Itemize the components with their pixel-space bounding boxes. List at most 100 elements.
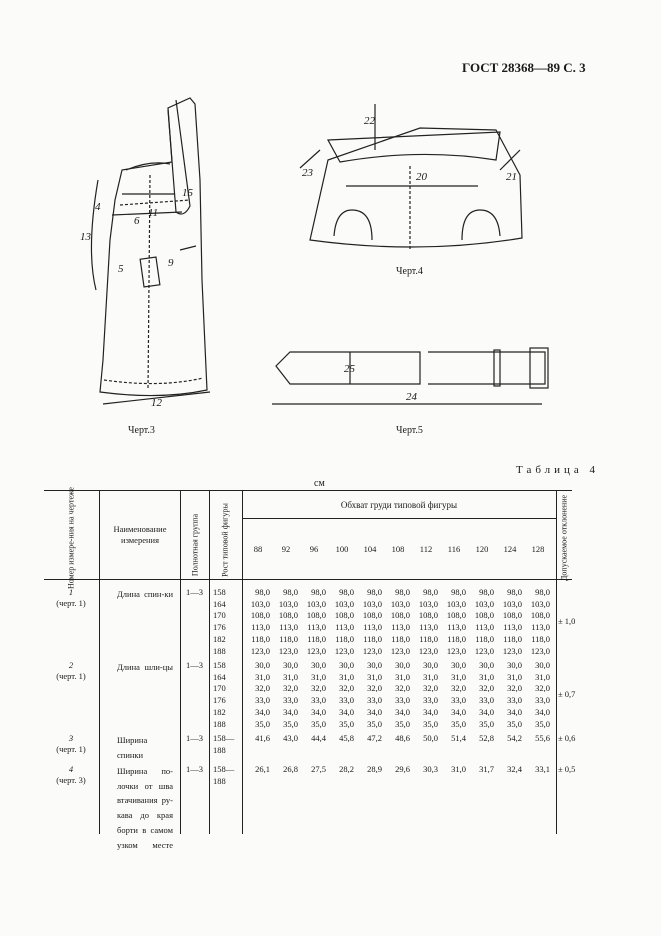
header-group: Полнотная группа xyxy=(190,513,200,577)
row-number: 2 xyxy=(68,660,74,670)
header-height: Рост типовой фигуры xyxy=(220,503,230,577)
chest-size-112: 112 xyxy=(419,544,433,554)
value-cell: 31,0 xyxy=(367,671,382,682)
value-cell: 32,0 xyxy=(339,683,354,694)
value-cell: 98,0 xyxy=(283,587,298,597)
value-cell: 32,0 xyxy=(311,683,326,694)
value-cell: 35,0 xyxy=(255,718,270,729)
value-cell: 118,0 xyxy=(363,633,382,644)
header-tolerance: Допускаемое отклонение xyxy=(559,494,569,582)
row-height: 182 xyxy=(213,706,226,717)
value-cell: 31,0 xyxy=(395,671,410,682)
value-cell: 98,0 xyxy=(451,587,466,597)
value-cell: 34,0 xyxy=(423,706,438,717)
row-tolerance: ± 0,6 xyxy=(558,733,576,743)
chest-size-92: 92 xyxy=(281,544,291,554)
value-cell: 35,0 xyxy=(423,718,438,729)
value-cell: 123,0 xyxy=(390,645,410,656)
chest-size-88: 88 xyxy=(253,544,263,554)
value-cell: 32,0 xyxy=(283,683,298,694)
value-cell: 113,0 xyxy=(363,622,382,633)
value-cell: 118,0 xyxy=(447,633,466,644)
value-cell: 30,0 xyxy=(311,660,326,670)
chest-size-96: 96 xyxy=(309,544,319,554)
technical-drawings: 4 6 11 13 5 15 9 12 22 23 20 21 25 24 xyxy=(80,97,549,409)
value-cell: 103,0 xyxy=(362,598,382,609)
value-cell: 34,0 xyxy=(255,706,270,717)
value-cell: 113,0 xyxy=(447,622,466,633)
value-cell: 32,0 xyxy=(255,683,270,694)
row-number: 1 xyxy=(68,587,74,597)
row-tolerance: ± 0,7 xyxy=(558,689,576,699)
value-cell: 28,9 xyxy=(367,764,382,774)
value-cell: 118,0 xyxy=(531,633,550,644)
value-cell: 30,3 xyxy=(423,764,438,774)
value-cell: 34,0 xyxy=(479,706,494,717)
value-cell: 108,0 xyxy=(390,610,410,621)
value-cell: 118,0 xyxy=(307,633,326,644)
value-cell: 113,0 xyxy=(279,622,298,633)
row-number: 4 xyxy=(68,764,74,774)
page-header: ГОСТ 28368—89 С. 3 xyxy=(462,60,586,75)
value-cell: 51,4 xyxy=(451,733,466,743)
row-height: 158— xyxy=(213,733,235,743)
row-group: 1—3 xyxy=(186,587,203,597)
value-cell: 44,4 xyxy=(311,733,326,743)
value-cell: 33,0 xyxy=(507,695,522,706)
value-cell: 32,0 xyxy=(479,683,494,694)
value-cell: 118,0 xyxy=(503,633,522,644)
value-cell: 33,0 xyxy=(479,695,494,706)
value-cell: 118,0 xyxy=(335,633,354,644)
value-cell: 113,0 xyxy=(251,622,270,633)
value-cell: 35,0 xyxy=(507,718,522,729)
row-height: 170 xyxy=(213,610,226,621)
value-cell: 31,0 xyxy=(451,671,466,682)
value-cell: 118,0 xyxy=(251,633,270,644)
value-cell: 123,0 xyxy=(474,645,494,656)
value-cell: 108,0 xyxy=(446,610,466,621)
chest-size-108: 108 xyxy=(391,544,405,554)
value-cell: 32,0 xyxy=(423,683,438,694)
figure-3-coat-front xyxy=(90,97,211,405)
value-cell: 30,0 xyxy=(507,660,522,670)
row-height: 188 xyxy=(213,645,226,656)
value-cell: 31,0 xyxy=(283,671,298,682)
row-height: 164 xyxy=(213,671,226,682)
value-cell: 30,0 xyxy=(451,660,466,670)
value-cell: 123,0 xyxy=(334,645,354,656)
value-cell: 103,0 xyxy=(250,598,270,609)
value-cell: 118,0 xyxy=(475,633,494,644)
row-height: 182 xyxy=(213,633,226,644)
value-cell: 32,0 xyxy=(367,683,382,694)
value-cell: 113,0 xyxy=(419,622,438,633)
value-cell: 98,0 xyxy=(423,587,438,597)
value-cell: 103,0 xyxy=(278,598,298,609)
row-height: 188 xyxy=(213,744,226,755)
chest-size-120: 120 xyxy=(475,544,489,554)
value-cell: 118,0 xyxy=(391,633,410,644)
table-unit: см xyxy=(314,478,325,489)
label-13: 13 xyxy=(80,231,92,243)
value-cell: 32,0 xyxy=(507,683,522,694)
row-group: 1—3 xyxy=(186,733,203,743)
label-6: 6 xyxy=(134,215,140,227)
row-group: 1—3 xyxy=(186,764,203,774)
row-reference: (черт. 3) xyxy=(56,775,86,785)
figure-5-caption: Черт.5 xyxy=(396,425,423,436)
figure-3-caption: Черт.3 xyxy=(128,425,155,436)
value-cell: 32,0 xyxy=(535,683,550,694)
value-cell: 45,8 xyxy=(339,733,354,743)
value-cell: 118,0 xyxy=(279,633,298,644)
value-cell: 33,0 xyxy=(283,695,298,706)
value-cell: 108,0 xyxy=(250,610,270,621)
value-cell: 108,0 xyxy=(306,610,326,621)
value-cell: 26,8 xyxy=(283,764,298,774)
value-cell: 31,0 xyxy=(339,671,354,682)
chest-size-100: 100 xyxy=(335,544,349,554)
chest-size-104: 104 xyxy=(363,544,377,554)
row-height: 164 xyxy=(213,598,226,609)
row-number: 3 xyxy=(68,733,74,743)
value-cell: 30,0 xyxy=(395,660,410,670)
value-cell: 32,0 xyxy=(395,683,410,694)
value-cell: 30,0 xyxy=(255,660,270,670)
